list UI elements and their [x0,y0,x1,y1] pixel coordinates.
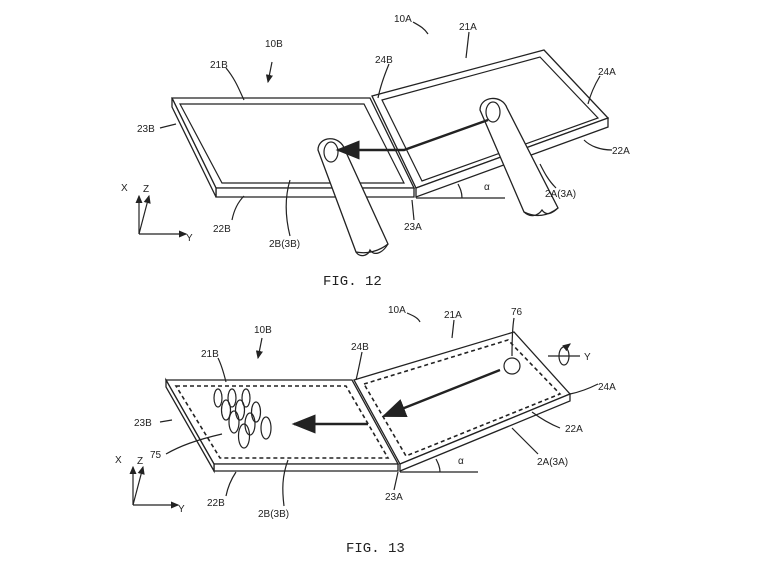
fig12-label-10b: 10B [265,39,283,50]
fig12-label-2b: 2B(3B) [269,239,300,250]
fig13-ball-path-arrow [381,368,501,418]
fig13-ball [503,357,521,375]
fig12-finger-a [479,97,559,217]
fig13-label-21b: 21B [201,349,219,360]
fig12-caption: FIG. 12 [323,274,382,290]
fig13-bowling-pins [213,388,272,449]
fig12-label-24a: 24A [598,67,616,78]
fig13-label-21a: 21A [444,310,462,321]
fig12-label-23a: 23A [404,222,422,233]
fig12-axis-x-label: X [121,183,128,194]
fig13-angle-arc [435,458,441,473]
fig13-leaders [159,312,599,507]
fig13-label-75: 75 [150,450,162,461]
fig12: 10A 21A 10B 21B 24B 24A 23B 22A 2A(3A) α… [121,14,630,290]
fig12-label-2a: 2A(3A) [545,189,576,200]
fig12-axis-z-label: Z [143,184,149,195]
fig12-label-24b: 24B [375,55,393,66]
fig12-label-alpha: α [484,182,490,193]
fig13-axes [129,465,180,509]
fig12-label-21a: 21A [459,22,477,33]
fig12-label-10a: 10A [394,14,412,25]
fig12-panel-10b [170,97,416,198]
fig13-rotation-axis [548,343,580,366]
fig13: 10A 21A 76 10B 21B 24B Y 24A 23B 22A 75 … [115,305,616,557]
fig13-label-alpha: α [458,456,464,467]
fig13-label-76: 76 [511,307,523,318]
fig12-drag-arrow [335,118,489,160]
fig12-axis-y-label: Y [186,233,193,244]
fig12-label-22a: 22A [612,146,630,157]
fig13-label-rot-y: Y [584,352,591,363]
fig12-label-22b: 22B [213,224,231,235]
fig13-label-22b: 22B [207,498,225,509]
fig13-label-10b: 10B [254,325,272,336]
fig13-axis-x-label: X [115,455,122,466]
fig12-angle-arc [457,183,463,199]
fig13-caption: FIG. 13 [346,541,405,557]
fig13-label-22a: 22A [565,424,583,435]
fig13-label-2b: 2B(3B) [258,509,289,520]
fig12-leaders [159,21,613,237]
fig13-label-23a: 23A [385,492,403,503]
fig12-label-21b: 21B [210,60,228,71]
fig13-label-2a: 2A(3A) [537,457,568,468]
fig13-label-23b: 23B [134,418,152,429]
fig13-label-10a: 10A [388,305,406,316]
fig12-axes [135,194,188,238]
fig12-label-23b: 23B [137,124,155,135]
fig13-label-24b: 24B [351,342,369,353]
fig13-axis-y-label: Y [178,504,185,515]
fig13-axis-z-label: Z [137,456,143,467]
fig13-label-24a: 24A [598,382,616,393]
